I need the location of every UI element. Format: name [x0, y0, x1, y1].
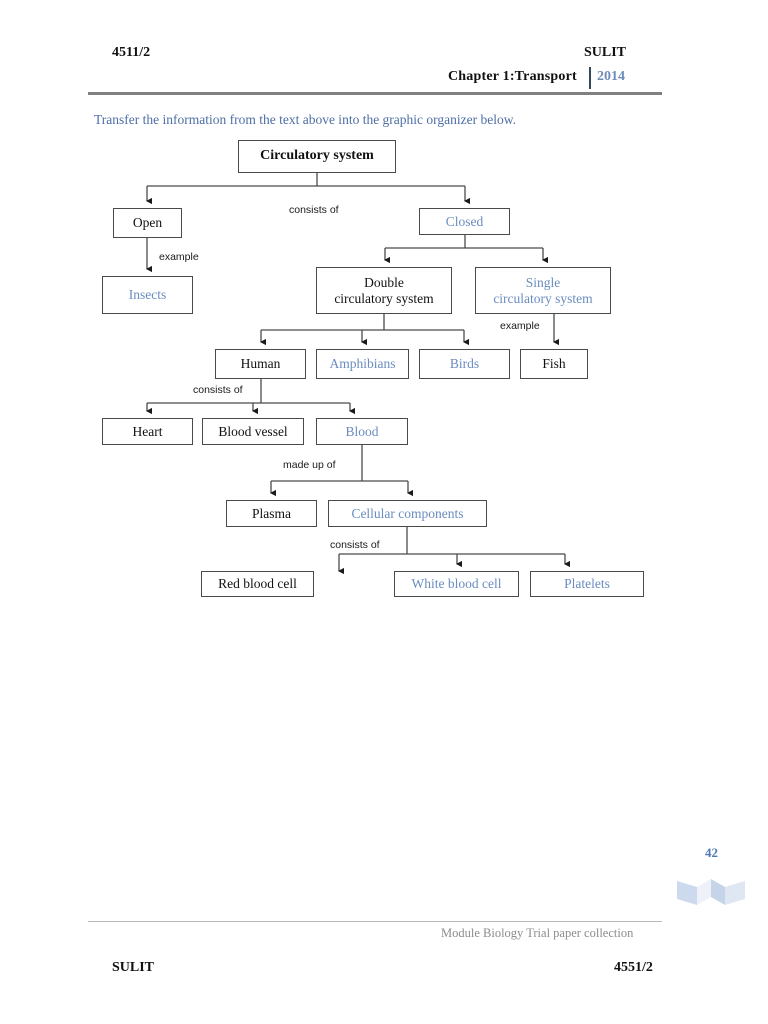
node-label: Circulatory system — [260, 148, 374, 164]
connector-lines — [145, 173, 571, 575]
node-label: Blood — [345, 423, 379, 439]
node-human[interactable]: Human — [215, 349, 306, 379]
node-fish[interactable]: Fish — [520, 349, 588, 379]
node-label: Double circulatory system — [334, 274, 434, 306]
edge-label-consists-of-1: consists of — [289, 204, 339, 216]
page-number: 42 — [705, 845, 718, 860]
header-rule — [88, 92, 662, 95]
header-classification: SULIT — [584, 45, 627, 60]
node-label: Human — [240, 356, 281, 372]
edge-label-example-2: example — [500, 320, 540, 332]
node-label: Closed — [445, 213, 484, 229]
edge-label-consists-of-2: consists of — [193, 384, 243, 396]
header-year: 2014 — [597, 69, 625, 84]
node-label: Plasma — [252, 505, 291, 521]
node-blood[interactable]: Blood — [316, 418, 408, 445]
header-chapter: Chapter 1:Transport — [448, 69, 577, 84]
node-heart[interactable]: Heart — [102, 418, 193, 445]
footer-note: Module Biology Trial paper collection — [441, 926, 634, 940]
edge-label-consists-of-3: consists of — [330, 539, 380, 551]
node-label: Blood vessel — [218, 423, 288, 439]
node-label: Platelets — [564, 576, 610, 592]
edge-label-example-1: example — [159, 251, 199, 263]
footer-classification: SULIT — [112, 960, 155, 975]
node-label: Insects — [128, 287, 167, 303]
node-single-circulatory-system[interactable]: Single circulatory system — [475, 267, 611, 314]
node-label: Cellular components — [351, 505, 464, 521]
node-double-circulatory-system[interactable]: Double circulatory system — [316, 267, 452, 314]
node-label: White blood cell — [411, 576, 502, 592]
node-circulatory-system[interactable]: Circulatory system — [238, 140, 396, 173]
header-divider — [589, 67, 591, 89]
node-label: Red blood cell — [218, 576, 297, 592]
node-amphibians[interactable]: Amphibians — [316, 349, 409, 379]
instruction-text: Transfer the information from the text a… — [94, 112, 517, 127]
node-label: Single circulatory system — [493, 274, 593, 306]
node-white-blood-cell[interactable]: White blood cell — [394, 571, 519, 597]
node-platelets[interactable]: Platelets — [530, 571, 644, 597]
node-insects[interactable]: Insects — [102, 276, 193, 314]
footer-rule — [88, 921, 662, 922]
node-plasma[interactable]: Plasma — [226, 500, 317, 527]
node-label: Fish — [542, 356, 566, 372]
node-label: Amphibians — [329, 356, 396, 372]
node-blood-vessel[interactable]: Blood vessel — [202, 418, 304, 445]
node-label: Birds — [449, 356, 480, 372]
node-closed[interactable]: Closed — [419, 208, 510, 235]
node-open[interactable]: Open — [113, 208, 182, 238]
footer-paper-code: 4551/2 — [614, 960, 653, 975]
node-birds[interactable]: Birds — [419, 349, 510, 379]
node-red-blood-cell[interactable]: Red blood cell — [201, 571, 314, 597]
node-label: Heart — [132, 423, 163, 439]
ribbon-decoration-icon — [677, 879, 745, 905]
edge-label-made-up-of: made up of — [283, 459, 336, 471]
node-cellular-components[interactable]: Cellular components — [328, 500, 487, 527]
node-label: Open — [132, 215, 163, 231]
header-paper-code: 4511/2 — [112, 45, 151, 60]
graphic-organizer: Circulatory system Open Closed Insects D… — [102, 140, 644, 597]
